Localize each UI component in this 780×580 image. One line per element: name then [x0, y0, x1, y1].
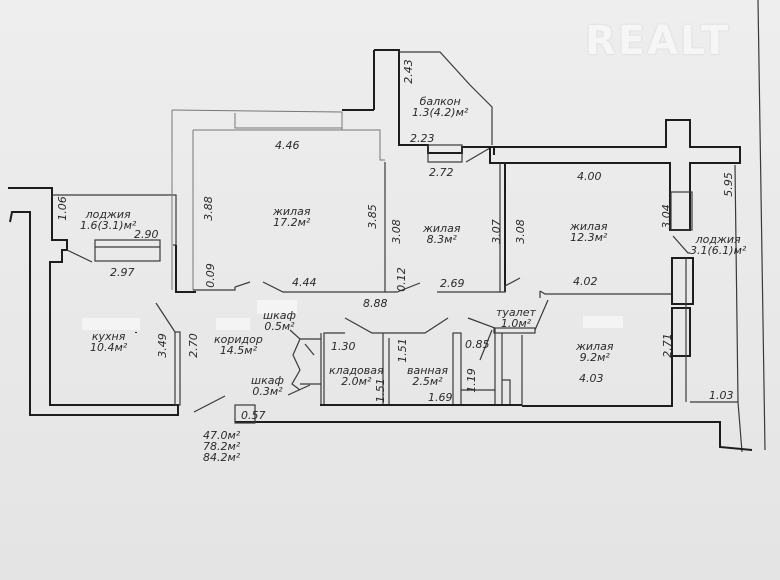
room-toilet: туалет 1.0м²	[496, 307, 536, 329]
dim-kitchen-side: 3.49	[155, 333, 169, 358]
room-name: шкаф	[251, 374, 284, 387]
dim-loggia-right-len: 5.95	[721, 172, 735, 197]
dim-living17-top: 4.46	[275, 139, 300, 152]
room-name: балкон	[419, 95, 461, 108]
room-name: туалет	[496, 306, 536, 319]
room-bathroom: ванная 2.5м²	[407, 365, 448, 387]
room-area: 3.1(6.1)м²	[690, 244, 747, 257]
room-area: 1.6(3.1)м²	[80, 219, 137, 232]
room-name: коридор	[214, 333, 263, 346]
room-area: 12.3м²	[570, 231, 608, 244]
room-name: кладовая	[329, 364, 384, 377]
realt-watermark: REALT	[585, 18, 731, 64]
dim-loggia-right-width: 1.03	[709, 389, 734, 402]
dim-living17-bottom: 4.44	[292, 276, 317, 289]
room-loggia-left: лоджия 1.6(3.1)м²	[80, 209, 136, 231]
room-area: 2.5м²	[412, 375, 443, 388]
total-area-with-balconies: 84.2м²	[203, 451, 241, 464]
dim-kitchen-top: 2.97	[110, 266, 135, 279]
room-living-12: жилая 12.3м²	[570, 221, 607, 243]
dim-living12-bottom: 4.02	[573, 275, 598, 288]
room-name: жилая	[423, 222, 461, 235]
dim-living17-stub: 0.09	[203, 263, 217, 288]
dim-toilet-width: 0.85	[465, 338, 490, 351]
dim-bathroom-bottom: 1.69	[428, 391, 453, 404]
room-area: 14.5м²	[219, 344, 258, 357]
room-loggia-right: лоджия 3.1(6.1)м²	[690, 234, 746, 256]
dim-storage-width: 1.30	[331, 340, 356, 353]
room-area: 9.2м²	[579, 351, 610, 364]
dim-toilet-side: 1.19	[464, 368, 478, 393]
room-name: лоджия	[695, 233, 741, 246]
room-name: жилая	[576, 340, 614, 353]
room-closet-2: шкаф 0.3м²	[251, 375, 284, 397]
dim-living9-side: 2.71	[660, 333, 674, 358]
dim-living12-right: 3.04	[659, 204, 673, 229]
room-name: лоджия	[85, 208, 131, 221]
room-storage: кладовая 2.0м²	[329, 365, 384, 387]
dim-living17-left: 3.88	[201, 196, 215, 221]
area-totals: 47.0м² 78.2м² 84.2м²	[203, 430, 240, 463]
room-name: кухня	[91, 330, 126, 343]
dim-loggia-left-len: 2.90	[134, 228, 159, 241]
room-area: 1.0м²	[500, 317, 532, 330]
room-corridor: коридор 14.5м²	[214, 334, 263, 356]
room-area: 8.3м²	[426, 233, 457, 246]
redaction-box	[583, 316, 623, 328]
room-kitchen: кухня 10.4м²	[90, 331, 127, 353]
dim-living8-left: 3.08	[389, 219, 403, 244]
dim-living8-bottom: 2.69	[440, 277, 465, 290]
dim-balcony-bottom: 2.23	[410, 132, 435, 145]
room-area: 1.3(4.2)м²	[412, 106, 469, 119]
room-name: жилая	[273, 205, 311, 218]
dim-corridor-side: 2.70	[186, 333, 200, 358]
dim-living9-bottom: 4.03	[579, 372, 604, 385]
redaction-box	[216, 318, 250, 330]
room-living-9: жилая 9.2м²	[576, 341, 613, 363]
room-name: жилая	[570, 220, 608, 233]
dim-living8-stub: 0.12	[394, 267, 408, 292]
total-living-area: 47.0м²	[203, 429, 241, 442]
room-name: ванная	[407, 364, 448, 377]
dim-balcony-side: 2.43	[401, 59, 415, 84]
dim-living12-top: 4.00	[577, 170, 602, 183]
room-area: 0.3м²	[252, 385, 283, 398]
dim-living17-right: 3.85	[365, 204, 379, 229]
dim-living8-top: 2.72	[429, 166, 454, 179]
room-area: 17.2м²	[273, 216, 311, 229]
dim-entry-wall: 0.57	[241, 409, 266, 422]
dim-bathroom-side: 1.51	[395, 338, 409, 363]
room-living-8: жилая 8.3м²	[423, 223, 460, 245]
dim-living8-right: 3.07	[489, 219, 503, 244]
room-area: 10.4м²	[90, 341, 128, 354]
dim-loggia-left-side: 1.06	[55, 196, 69, 221]
room-balcony: балкон 1.3(4.2)м²	[412, 96, 468, 118]
room-closet-1: шкаф 0.5м²	[263, 310, 296, 332]
redaction-box	[82, 318, 140, 330]
room-living-17: жилая 17.2м²	[273, 206, 310, 228]
dim-living12-left: 3.08	[513, 219, 527, 244]
redaction-box	[257, 300, 297, 314]
total-area: 78.2м²	[203, 440, 241, 453]
room-name: шкаф	[263, 309, 296, 322]
dim-storage-side: 1.51	[373, 378, 387, 403]
room-area: 0.5м²	[264, 320, 295, 333]
dim-corridor-len: 8.88	[363, 297, 388, 310]
room-area: 2.0м²	[341, 375, 372, 388]
